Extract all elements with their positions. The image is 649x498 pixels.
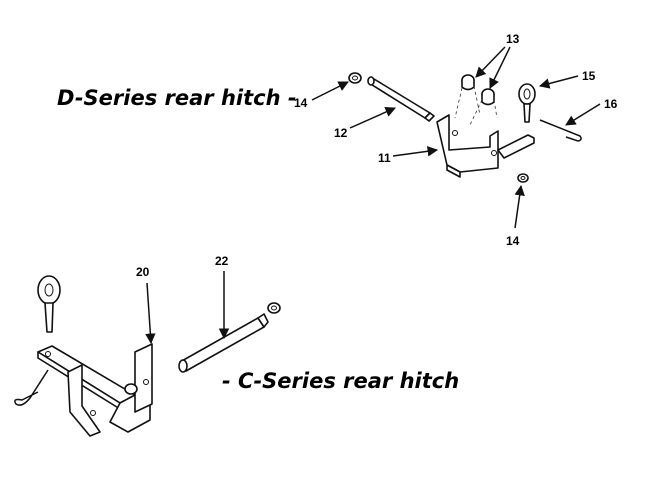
callout-14-bottom: 14 [506, 234, 520, 248]
d-series-title: D-Series rear hitch - [57, 86, 297, 110]
callout-15: 15 [582, 69, 596, 83]
callout-16: 16 [604, 97, 618, 111]
c-hitch-pin [37, 275, 61, 333]
callout-14-top: 14 [294, 96, 308, 110]
callout-20: 20 [136, 265, 150, 279]
c-leaders [145, 271, 230, 345]
callout-12: 12 [334, 126, 348, 140]
d-hitch-pin-15 [518, 83, 536, 123]
callout-13: 13 [506, 32, 520, 46]
d-spacers-13 [454, 74, 498, 126]
c-clip [14, 369, 49, 406]
callout-11: 11 [378, 151, 391, 165]
callout-22: 22 [215, 254, 229, 268]
c-pin-22 [178, 313, 269, 373]
d-clip-16 [539, 119, 582, 142]
d-washer-14-top [348, 72, 362, 84]
d-pin-12 [367, 76, 435, 122]
c-drawbar-20 [37, 343, 153, 437]
d-leaders [311, 46, 601, 229]
d-bracket-11 [436, 114, 535, 178]
c-series-title: - C-Series rear hitch [222, 369, 460, 393]
c-washer [267, 302, 281, 314]
d-washer-14-bottom [517, 173, 529, 183]
